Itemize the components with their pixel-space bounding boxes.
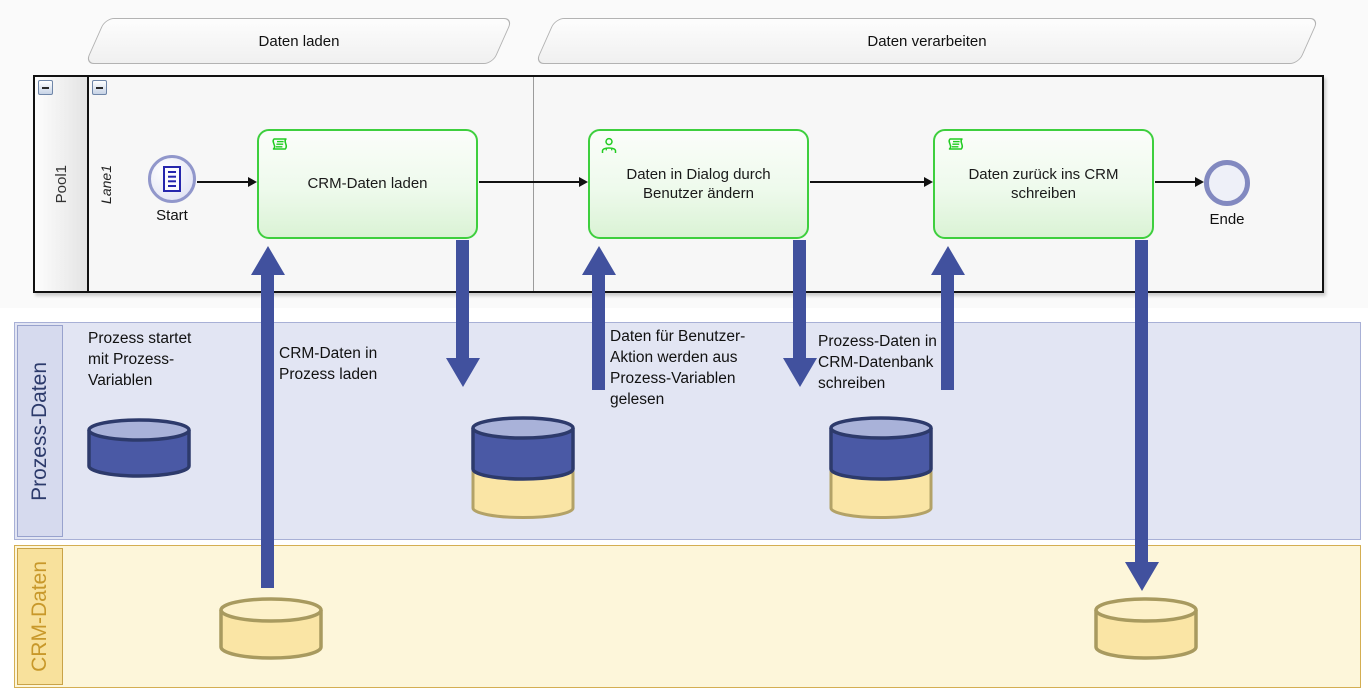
stacked-process-crm-database-icon[interactable] — [827, 414, 935, 526]
start-event[interactable] — [148, 155, 196, 203]
lane-label: CRM-Daten — [28, 561, 51, 672]
data-arrow-shaft[interactable] — [941, 273, 954, 390]
note-daten-fuer-benutzer: Daten für Benutzer- Aktion werden aus Pr… — [610, 328, 746, 408]
note-crm-daten-laden: CRM-Daten in Prozess laden — [279, 345, 378, 383]
task-label: Daten in Dialog durch Benutzer ändern — [626, 165, 771, 203]
task-label: Daten zurück ins CRM schreiben — [968, 165, 1119, 203]
data-arrow-shaft[interactable] — [1135, 240, 1148, 563]
note-prozess-startet: Prozess startet mit Prozess- Variablen — [88, 330, 192, 389]
phase-marker-daten-laden[interactable]: Daten laden — [84, 18, 514, 64]
process-database-icon[interactable] — [85, 417, 193, 479]
lane-crm-daten-header[interactable]: CRM-Daten — [17, 548, 63, 685]
sequence-flow-line[interactable] — [1155, 181, 1196, 183]
end-event[interactable] — [1204, 160, 1250, 206]
task-daten-zurueck-ins-crm[interactable]: Daten zurück ins CRM schreiben — [933, 129, 1154, 239]
start-event-label: Start — [156, 207, 188, 224]
crm-database-icon[interactable] — [1092, 596, 1200, 663]
pool-header[interactable]: Pool1 — [35, 77, 89, 291]
data-arrow-up-icon[interactable] — [582, 246, 616, 275]
phase-label: Daten laden — [258, 32, 340, 50]
minus-icon — [96, 86, 103, 89]
sequence-flow-line[interactable] — [810, 181, 925, 183]
script-icon — [948, 138, 964, 150]
data-arrow-shaft[interactable] — [793, 240, 806, 359]
data-arrow-shaft[interactable] — [261, 273, 274, 588]
stacked-process-crm-database-icon[interactable] — [469, 414, 577, 526]
phase-divider-line — [533, 77, 534, 291]
data-arrow-down-icon[interactable] — [1125, 562, 1159, 591]
lane-collapse-button[interactable] — [92, 80, 107, 95]
lane-prozess-daten-header[interactable]: Prozess-Daten — [17, 325, 63, 537]
pool-collapse-button[interactable] — [38, 80, 53, 95]
data-arrow-up-icon[interactable] — [251, 246, 285, 275]
script-icon — [272, 138, 288, 150]
minus-icon — [42, 86, 49, 89]
task-crm-daten-laden[interactable]: CRM-Daten laden — [257, 129, 478, 239]
data-arrow-down-icon[interactable] — [783, 358, 817, 387]
sequence-flow-line[interactable] — [197, 181, 249, 183]
data-arrow-shaft[interactable] — [592, 273, 605, 390]
lane-label: Prozess-Daten — [28, 361, 51, 501]
sequence-flow-arrowhead-icon — [579, 177, 588, 187]
phase-marker-daten-verarbeiten[interactable]: Daten verarbeiten — [534, 18, 1320, 64]
data-arrow-down-icon[interactable] — [446, 358, 480, 387]
sequence-flow-line[interactable] — [479, 181, 580, 183]
sequence-flow-arrowhead-icon — [248, 177, 257, 187]
pool-label: Pool1 — [52, 164, 70, 204]
lane-label: Lane1 — [98, 164, 114, 204]
data-arrow-up-icon[interactable] — [931, 246, 965, 275]
document-icon — [163, 166, 181, 192]
task-label: CRM-Daten laden — [307, 175, 428, 193]
user-icon — [601, 137, 617, 153]
sequence-flow-arrowhead-icon — [924, 177, 933, 187]
data-arrow-shaft[interactable] — [456, 240, 469, 359]
task-daten-in-dialog-aendern[interactable]: Daten in Dialog durch Benutzer ändern — [588, 129, 809, 239]
end-event-label: Ende — [1209, 211, 1245, 228]
crm-database-icon[interactable] — [217, 596, 325, 663]
note-prozess-daten-schreiben: Prozess-Daten in CRM-Datenbank schreiben — [818, 333, 937, 392]
phase-label: Daten verarbeiten — [867, 32, 987, 50]
sequence-flow-arrowhead-icon — [1195, 177, 1204, 187]
